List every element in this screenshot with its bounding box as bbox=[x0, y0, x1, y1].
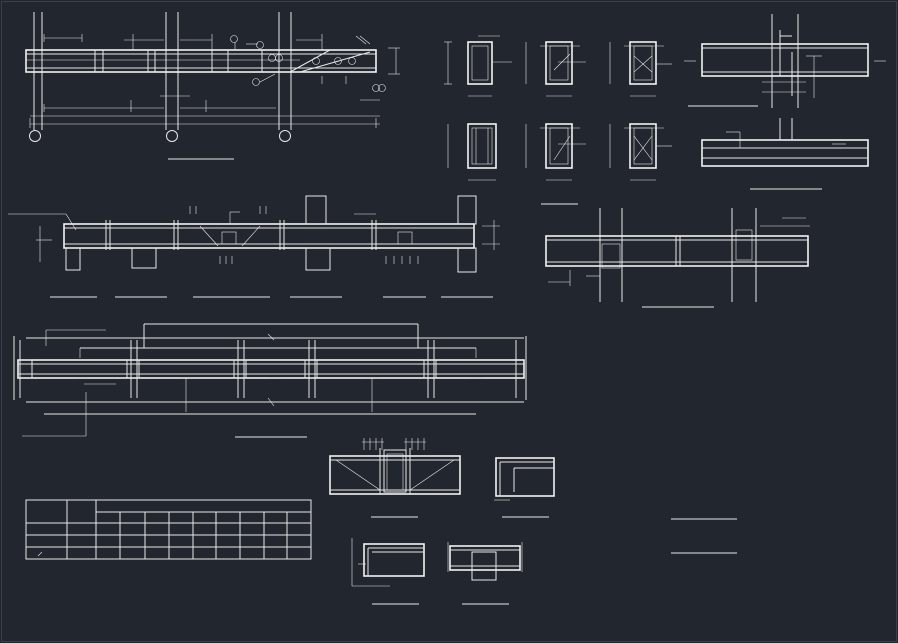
detail-beam-elevation-middle[interactable] bbox=[8, 195, 500, 298]
detail-slab-strip[interactable] bbox=[701, 118, 869, 190]
rebar-schedule-table[interactable] bbox=[25, 499, 312, 560]
detail-hook-small-left[interactable] bbox=[351, 538, 425, 605]
detail-beam-elevation-top[interactable] bbox=[25, 12, 400, 160]
detail-joint-elevation-middle-right[interactable] bbox=[545, 208, 810, 308]
section-1c[interactable] bbox=[609, 41, 672, 97]
section-2b[interactable] bbox=[525, 123, 586, 181]
section-2c[interactable] bbox=[609, 123, 672, 181]
detail-hook-small-right[interactable] bbox=[447, 542, 523, 605]
section-1a[interactable] bbox=[444, 35, 512, 97]
detail-joint-elevation-top-right[interactable] bbox=[684, 14, 886, 108]
detail-continuous-beam[interactable] bbox=[13, 323, 527, 438]
detail-beam-sections[interactable] bbox=[444, 35, 672, 205]
section-2a[interactable] bbox=[447, 123, 497, 181]
section-1b[interactable] bbox=[525, 41, 586, 97]
detail-corner-l[interactable] bbox=[494, 457, 555, 518]
detail-joint-centre[interactable] bbox=[329, 438, 461, 518]
